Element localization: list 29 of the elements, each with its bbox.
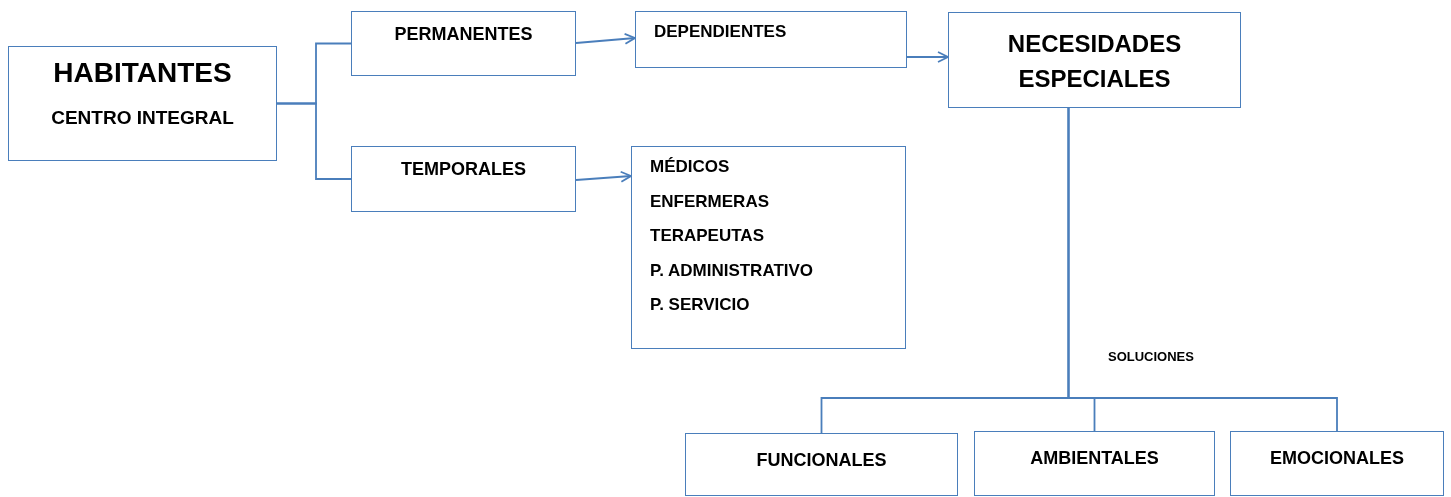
box-title: AMBIENTALES — [1030, 448, 1159, 469]
box-text: TERAPEUTAS — [650, 226, 764, 246]
box-title: MÉDICOS — [650, 157, 730, 177]
box-title: EMOCIONALES — [1270, 448, 1404, 469]
box-text: P. ADMINISTRATIVO — [650, 260, 814, 281]
box-title: HABITANTES — [53, 57, 232, 90]
arrow — [575, 32, 636, 45]
process-box — [635, 11, 907, 68]
arrow — [575, 170, 632, 183]
process-box — [8, 46, 277, 161]
connector-line — [276, 102, 352, 180]
arrow — [906, 51, 949, 63]
box-title: NECESIDADES ESPECIALES — [1006, 29, 1183, 94]
process-box — [685, 433, 958, 496]
box-text: CENTRO INTEGRAL — [51, 107, 234, 130]
process-box — [631, 146, 906, 349]
box-text: ENFERMERAS — [650, 191, 769, 212]
box-text: P. SERVICIO — [650, 295, 750, 315]
box-title: DEPENDIENTES — [654, 22, 787, 42]
process-box — [948, 12, 1241, 108]
box-title: FUNCIONALES — [756, 450, 887, 471]
box-title: TEMPORALES — [401, 159, 526, 180]
process-box — [351, 11, 576, 76]
process-box — [974, 431, 1215, 496]
annotation-text: SOLUCIONES — [1108, 349, 1194, 364]
box-title: PERMANENTES — [394, 24, 533, 45]
process-box — [351, 146, 576, 212]
process-box — [1230, 431, 1444, 496]
connector-line — [1067, 107, 1338, 432]
